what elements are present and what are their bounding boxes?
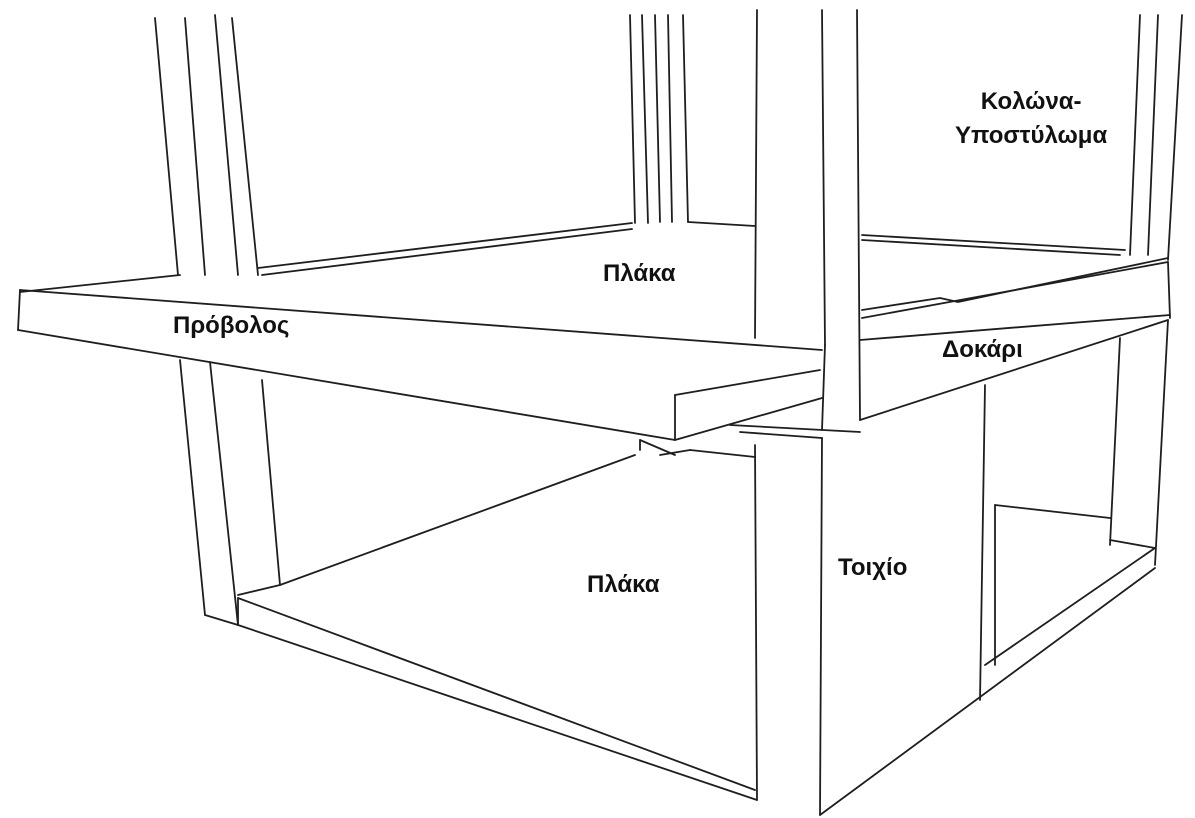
left-front-column-upper bbox=[154, 14, 259, 276]
rear-center-columns bbox=[629, 14, 689, 224]
column-label-line2: Υποστύλωμα bbox=[955, 122, 1108, 149]
lower-wall bbox=[689, 384, 1156, 816]
beam bbox=[729, 261, 1171, 439]
column-label-line1: Κολώνα- bbox=[980, 88, 1082, 115]
cantilever-slab bbox=[17, 274, 823, 456]
front-center-column bbox=[754, 9, 861, 431]
right-rear-column bbox=[1109, 14, 1183, 566]
column-label: Κολώνα- Υποστύλωμα bbox=[955, 85, 1107, 153]
beam-label: Δοκάρι bbox=[942, 336, 1023, 363]
left-front-column-lower bbox=[179, 359, 281, 626]
lower-slab bbox=[204, 454, 758, 801]
slab-lower-label: Πλάκα bbox=[587, 571, 660, 598]
slab-upper-label: Πλάκα bbox=[603, 260, 676, 287]
wall-label: Τοιχίο bbox=[838, 554, 908, 581]
cantilever-label: Πρόβολος bbox=[173, 312, 290, 339]
upper-slab bbox=[257, 221, 1169, 319]
